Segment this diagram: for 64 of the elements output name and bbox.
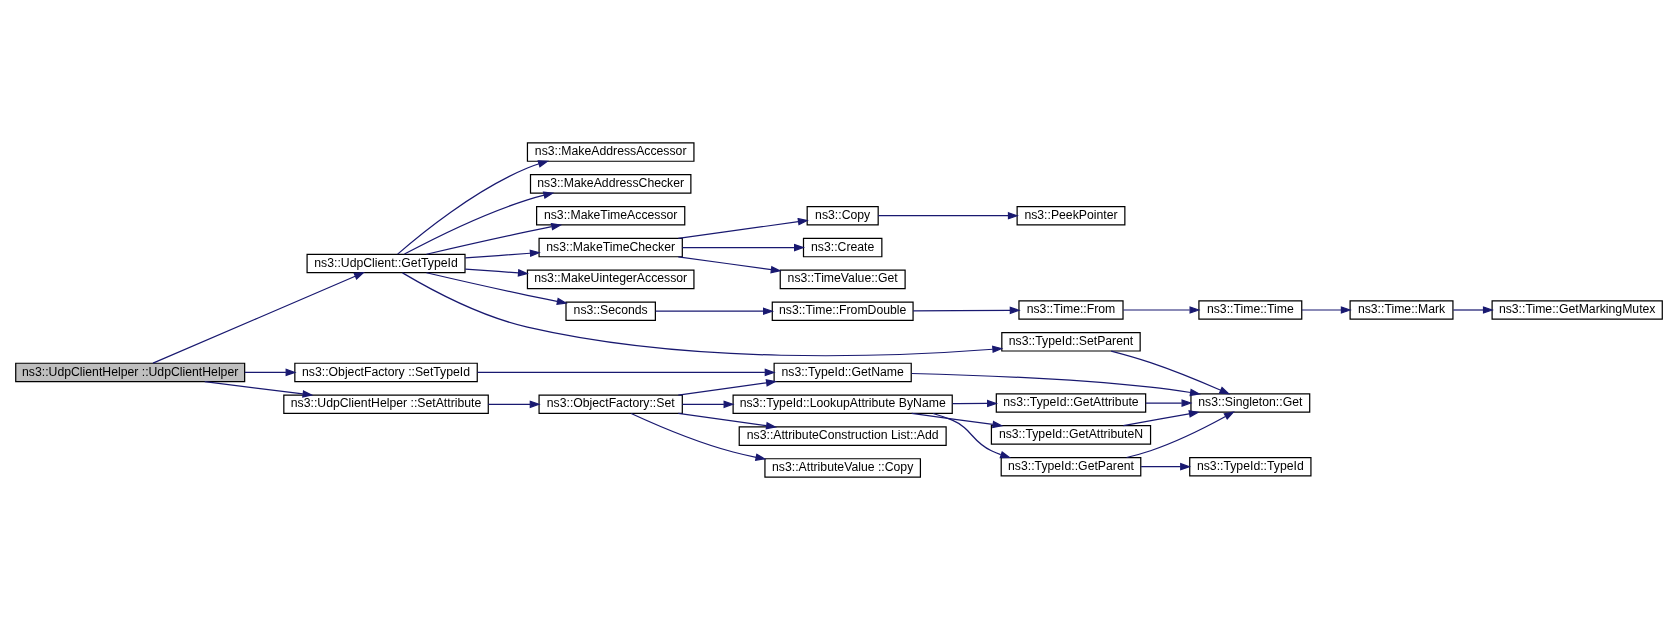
arrow xyxy=(681,400,735,409)
arrow xyxy=(630,412,766,461)
arrow xyxy=(910,372,1201,397)
node-box: ns3::Time::FromDouble xyxy=(771,301,914,322)
arrow xyxy=(677,379,777,396)
arrow xyxy=(910,412,1003,429)
node-box: ns3::Singleton::Get xyxy=(1189,393,1310,413)
node-box: ns3::MakeUintegerAccessor xyxy=(526,269,695,290)
arrow xyxy=(677,412,777,430)
node-box: ns3::MakeTimeChecker xyxy=(537,237,683,258)
arrow xyxy=(403,191,554,255)
arrow xyxy=(1452,306,1494,314)
node-box: ns3::UdpClient::GetTypeId xyxy=(305,253,466,274)
arrow xyxy=(401,272,1003,357)
node-box: ns3::Time::From xyxy=(1017,300,1124,320)
node-box: ns3::Copy xyxy=(806,205,879,226)
arrow xyxy=(476,368,776,377)
node-box: ns3::PeekPointer xyxy=(1016,205,1125,226)
node-box: ns3::TypeId::LookupAttribute ByName xyxy=(732,394,953,415)
node-box: ns3::TimeValue::Get xyxy=(779,269,906,290)
arrow xyxy=(951,399,998,408)
arrow xyxy=(912,306,1021,315)
node-box: ns3::MakeTimeAccessor xyxy=(535,205,685,226)
arrow xyxy=(1122,410,1200,427)
node-box: ns3::AttributeValue ::Copy xyxy=(763,458,921,478)
arrow xyxy=(396,160,549,255)
arrow xyxy=(931,412,1011,459)
node-box: ns3::TypeId::TypeId xyxy=(1188,456,1312,477)
node-box: ns3::TypeId::GetAttributeN xyxy=(990,425,1151,445)
node-box: ns3::TypeId::GetName xyxy=(773,362,912,383)
arrow xyxy=(677,217,809,239)
node-box: ns3::Time::GetMarkingMutex xyxy=(1491,300,1663,320)
arrow xyxy=(654,307,774,316)
node-box: ns3::MakeAddressAccessor xyxy=(526,142,695,162)
arrow xyxy=(677,256,782,274)
node-box: ns3::TypeId::SetParent xyxy=(1000,332,1141,352)
arrow xyxy=(1140,462,1191,471)
arrow xyxy=(243,368,297,377)
arrow xyxy=(1125,411,1235,459)
arrow xyxy=(464,268,529,277)
arrow xyxy=(487,400,541,409)
arrow xyxy=(425,223,562,255)
node-box: ns3::UdpClientHelper ::UdpClientHelper xyxy=(14,362,245,383)
arrow xyxy=(877,211,1019,220)
arrow xyxy=(203,381,314,398)
arrow xyxy=(464,249,541,259)
arrow xyxy=(1122,306,1200,314)
node-box: ns3::Time::Mark xyxy=(1349,300,1454,320)
node-box: ns3::Time::Time xyxy=(1197,300,1302,320)
arrow xyxy=(425,272,568,306)
arrow xyxy=(1110,350,1230,395)
node-box: ns3::ObjectFactory ::SetTypeId xyxy=(293,362,478,383)
node-box: ns3::TypeId::GetAttribute xyxy=(995,393,1146,413)
node-box: ns3::Create xyxy=(802,237,882,258)
arrow xyxy=(681,243,805,252)
arrow xyxy=(1300,306,1352,314)
node-box: ns3::UdpClientHelper ::SetAttribute xyxy=(282,394,489,415)
node-box: ns3::Seconds xyxy=(564,301,656,322)
node-box: ns3::AttributeConstruction List::Add xyxy=(738,426,947,446)
node-box: ns3::MakeAddressChecker xyxy=(529,174,691,194)
node-box: ns3::TypeId::GetParent xyxy=(1000,456,1141,477)
node-box: ns3::ObjectFactory::Set xyxy=(537,394,683,415)
arrow xyxy=(1144,399,1192,407)
arrow xyxy=(151,272,365,364)
